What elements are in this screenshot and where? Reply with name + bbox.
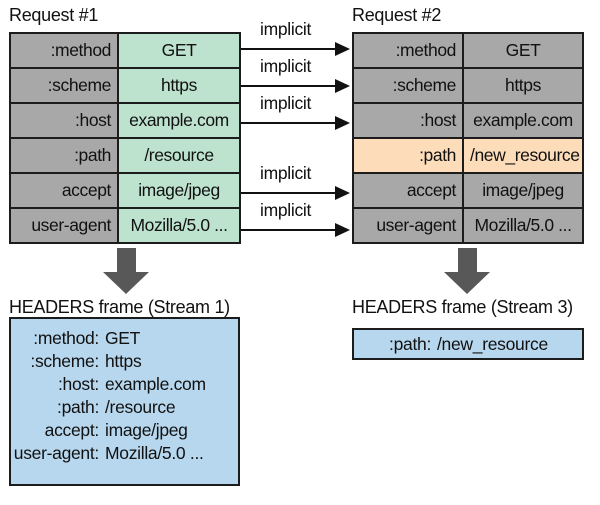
header-value: https — [462, 67, 584, 104]
frame-key: user-agent: — [13, 443, 100, 463]
header-key: user-agent — [352, 207, 464, 244]
header-key: user-agent — [9, 207, 119, 244]
changed-header-value: /new_resource — [462, 137, 584, 174]
header-key: :scheme — [9, 67, 119, 104]
frame-value: Mozilla/5.0 ... — [105, 443, 204, 463]
request2-title: Request #2 — [352, 5, 442, 25]
header-key: :method — [9, 32, 119, 69]
frame-line: accept: image/jpeg — [11, 419, 238, 442]
request1-title: Request #1 — [9, 5, 99, 25]
request1-row-host: :host example.com — [9, 102, 241, 139]
arrowhead-icon — [335, 186, 350, 200]
frame-value: /new_resource — [437, 334, 548, 354]
frame-key: :path: — [389, 334, 431, 354]
down-arrow-icon — [103, 248, 149, 294]
arrowhead-icon — [335, 116, 350, 130]
frame-key: :path: — [57, 397, 99, 417]
frame-key: :scheme: — [30, 351, 99, 371]
frame-line: :host: example.com — [11, 373, 238, 396]
changed-header-key: :path — [352, 137, 464, 174]
frame-line: :scheme: https — [11, 350, 238, 373]
request1-row-accept: accept image/jpeg — [9, 172, 241, 209]
frame-line: user-agent: Mozilla/5.0 ... — [11, 442, 238, 465]
arrowhead-icon — [335, 79, 350, 93]
headers-frame-stream-1: :method: GET :scheme: https :host: examp… — [9, 317, 240, 486]
request2-row-host: :host example.com — [352, 102, 584, 139]
implicit-label: implicit — [260, 93, 312, 113]
frame-value: /resource — [105, 397, 176, 417]
header-value: Mozilla/5.0 ... — [117, 207, 241, 244]
header-key: accept — [352, 172, 464, 209]
header-value: GET — [462, 32, 584, 69]
header-value: example.com — [462, 102, 584, 139]
implicit-label: implicit — [260, 56, 312, 76]
implicit-label: implicit — [260, 200, 312, 220]
frame-key: :host: — [57, 374, 99, 394]
arrowhead-icon — [335, 223, 350, 237]
header-key: accept — [9, 172, 119, 209]
frame1-title: HEADERS frame (Stream 1) — [9, 297, 230, 317]
frame2-title: HEADERS frame (Stream 3) — [352, 297, 573, 317]
header-key: :method — [352, 32, 464, 69]
request1-header-table: :method GET :scheme https :host example.… — [9, 32, 241, 244]
frame-key: :method: — [33, 328, 99, 348]
header-value: /resource — [117, 137, 241, 174]
frame-key: accept: — [44, 420, 100, 440]
request2-header-table: :method GET :scheme https :host example.… — [352, 32, 584, 244]
frame-value: https — [105, 351, 142, 371]
header-value: image/jpeg — [117, 172, 241, 209]
frame-value: GET — [105, 328, 141, 348]
header-value: example.com — [117, 102, 241, 139]
frame-line: :method: GET — [11, 327, 238, 350]
header-value: Mozilla/5.0 ... — [462, 207, 584, 244]
request1-row-scheme: :scheme https — [9, 67, 241, 104]
arrowhead-icon — [335, 42, 350, 56]
header-value: GET — [117, 32, 241, 69]
request1-row-user-agent: user-agent Mozilla/5.0 ... — [9, 207, 241, 244]
down-arrow-icon — [444, 248, 490, 294]
request2-row-scheme: :scheme https — [352, 67, 584, 104]
request2-row-method: :method GET — [352, 32, 584, 69]
request1-row-path: :path /resource — [9, 137, 241, 174]
header-value: https — [117, 67, 241, 104]
frame-value: image/jpeg — [105, 420, 188, 440]
request2-row-user-agent: user-agent Mozilla/5.0 ... — [352, 207, 584, 244]
header-key: :path — [9, 137, 119, 174]
frame-value: example.com — [105, 374, 206, 394]
request2-row-accept: accept image/jpeg — [352, 172, 584, 209]
header-value: image/jpeg — [462, 172, 584, 209]
request2-row-path-changed: :path /new_resource — [352, 137, 584, 174]
implicit-label: implicit — [260, 163, 312, 183]
headers-frame-stream-3: :path: /new_resource — [352, 328, 584, 360]
implicit-label: implicit — [260, 19, 312, 39]
header-key: :host — [352, 102, 464, 139]
frame-line: :path: /new_resource — [354, 330, 582, 358]
header-key: :scheme — [352, 67, 464, 104]
header-key: :host — [9, 102, 119, 139]
request1-row-method: :method GET — [9, 32, 241, 69]
frame-line: :path: /resource — [11, 396, 238, 419]
